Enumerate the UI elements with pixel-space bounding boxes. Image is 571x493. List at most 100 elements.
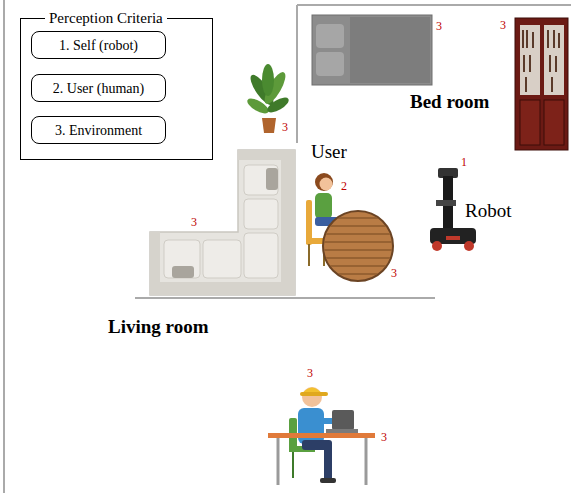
worker-at-desk — [365, 438, 368, 485]
round-table — [320, 273, 396, 275]
room-label: Bed room — [410, 91, 489, 112]
plant-illustration — [262, 118, 276, 133]
wall-line — [4, 0, 571, 493]
worker-at-desk — [302, 387, 322, 407]
bed-illustration — [316, 52, 344, 76]
round-table — [320, 225, 396, 227]
round-table — [320, 217, 396, 219]
sofa-illustration — [150, 150, 295, 295]
bed-illustration — [350, 17, 430, 83]
round-table — [320, 249, 396, 251]
user-figure — [315, 193, 332, 219]
worker-at-desk — [292, 452, 294, 478]
round-table — [320, 257, 396, 259]
criteria-box: 3. Environment — [31, 116, 166, 144]
bookcase-illustration — [526, 30, 528, 48]
sofa-illustration — [238, 150, 295, 160]
room-label: Bed room — [410, 91, 489, 113]
worker-at-desk — [326, 429, 358, 433]
user-figure — [320, 178, 333, 191]
object-label: Robot — [465, 200, 511, 221]
round-table — [320, 241, 396, 243]
worker-at-desk — [320, 478, 336, 483]
sofa-illustration — [244, 199, 278, 229]
worker-at-desk — [268, 433, 375, 438]
bookcase-illustration — [522, 30, 524, 48]
bookcase-illustration — [523, 30, 559, 92]
criteria-text: 1. Self (robot) — [59, 37, 138, 54]
room-label: Living room — [108, 316, 208, 338]
wall-line — [135, 297, 435, 299]
round-table — [320, 211, 396, 281]
robot-illustration — [464, 241, 474, 251]
bookcase-illustration — [523, 55, 525, 72]
callout-number: 1 — [461, 155, 467, 169]
wall-line — [297, 4, 571, 6]
user-figure — [315, 173, 333, 191]
sofa-illustration — [281, 150, 295, 295]
bookcase-illustration — [551, 77, 553, 92]
callout-number: 3 — [500, 18, 506, 32]
bed-illustration — [312, 15, 432, 85]
sofa-illustration — [203, 240, 241, 278]
plant-illustration — [265, 95, 291, 116]
worker-at-desk — [300, 392, 328, 396]
wall-line — [296, 5, 298, 143]
legend-frame: Perception Criteria1. Self (robot)2. Use… — [20, 18, 213, 160]
callout-number: 3 — [391, 266, 397, 280]
bookcase-illustration — [520, 100, 540, 145]
legend-title: Perception Criteria — [45, 9, 167, 27]
plant-illustration — [245, 96, 271, 117]
object-label: User — [311, 141, 347, 162]
plant-illustration — [245, 64, 291, 133]
worker-at-desk — [268, 387, 375, 485]
criteria-text: 2. User (human) — [53, 80, 144, 97]
bookcase-illustration — [544, 25, 564, 95]
callout-number: 3 — [500, 18, 506, 32]
callout-number: 3 — [436, 19, 442, 33]
round-table — [323, 211, 393, 281]
criteria-box: 1. Self (robot) — [31, 31, 166, 59]
round-table — [320, 265, 396, 267]
robot-illustration — [432, 241, 442, 251]
robot-illustration — [436, 200, 456, 206]
callout-number: 3 — [282, 120, 288, 134]
bookcase-illustration — [515, 18, 568, 150]
callout-number: 3 — [191, 215, 197, 229]
bookcase-illustration — [553, 30, 555, 48]
bookcase-illustration — [555, 56, 557, 72]
callout-number: 3 — [391, 266, 397, 280]
bookcase-illustration — [520, 25, 540, 95]
sofa-illustration — [150, 232, 160, 295]
callout-number: 3 — [381, 430, 387, 444]
sofa-illustration — [150, 150, 295, 295]
sofa-illustration — [150, 282, 295, 295]
sofa-illustration — [244, 233, 278, 278]
round-table — [320, 233, 396, 235]
bookcase-illustration — [515, 18, 568, 150]
robot-illustration — [446, 236, 460, 240]
object-label: User — [311, 141, 347, 163]
criteria-text: 3. Environment — [55, 122, 142, 139]
callout-number: 2 — [341, 179, 347, 193]
sofa-illustration — [164, 240, 200, 278]
chair-illustration — [308, 244, 310, 266]
criteria-box: 2. User (human) — [31, 74, 166, 102]
bookcase-illustration — [525, 77, 527, 92]
bookcase-illustration — [547, 30, 549, 48]
object-label: Robot — [465, 200, 511, 222]
bookcase-illustration — [529, 55, 531, 72]
worker-at-desk — [324, 446, 332, 480]
bookcase-illustration — [532, 32, 534, 48]
worker-at-desk — [332, 410, 354, 430]
callout-number: 3 — [381, 430, 387, 444]
worker-at-desk — [277, 438, 280, 485]
bookcase-illustration — [558, 33, 560, 48]
round-table — [320, 218, 396, 274]
room-label: Living room — [108, 316, 208, 337]
callout-number: 3 — [191, 215, 197, 229]
bed-illustration — [312, 15, 432, 85]
